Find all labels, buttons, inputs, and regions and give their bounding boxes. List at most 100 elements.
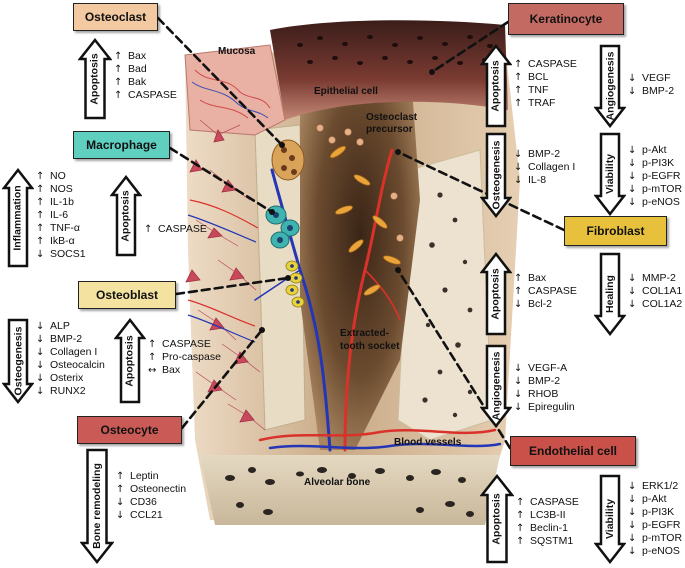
osteoblast-osteogenesis-arrow: Osteogenesis <box>2 318 34 404</box>
marker-label: Bax <box>162 364 181 376</box>
marker-label: CASPASE <box>528 58 577 70</box>
direction-arrow-icon: ↓ <box>628 533 637 544</box>
osteoblast-osteogenesis-label: Osteogenesis <box>12 326 24 396</box>
marker-item: ↑ NOS <box>36 183 86 196</box>
marker-label: Osterix <box>50 372 84 384</box>
marker-label: BMP-2 <box>50 333 83 345</box>
marker-label: p-PI3K <box>642 157 675 169</box>
direction-arrow-icon: ↑ <box>36 184 45 195</box>
direction-arrow-icon: ↑ <box>516 536 525 547</box>
marker-item: ↓IL-8 <box>514 174 575 187</box>
marker-item: ↓RUNX2 <box>36 385 105 398</box>
marker-label: VEGF-A <box>528 362 568 374</box>
direction-arrow-icon: ↓ <box>514 149 523 160</box>
endothelial-apoptosis-label: Apoptosis <box>491 493 503 545</box>
marker-item: ↑Leptin <box>116 470 186 483</box>
marker-item: ↓Collagen I <box>36 346 105 359</box>
direction-arrow-icon: ↓ <box>628 145 637 156</box>
direction-arrow-icon: ↓ <box>36 249 45 260</box>
marker-item: ↑Bax <box>514 272 577 285</box>
marker-label: CASPASE <box>128 89 177 101</box>
marker-item: ↑IL-1b <box>36 196 86 209</box>
macrophage-apoptosis-arrow: Apoptosis <box>110 175 142 257</box>
marker-label: NO <box>50 170 66 182</box>
alveolar-bone-label: Alveolar bone <box>304 477 371 488</box>
marker-item: ↑Beclin-1 <box>516 522 579 535</box>
down-arrow-icon <box>2 318 34 404</box>
direction-arrow-icon: ↑ <box>114 77 123 88</box>
up-arrow-icon <box>480 474 514 564</box>
marker-label: LC3B-II <box>530 509 566 521</box>
macrophage-apoptosis-label: Apoptosis <box>120 190 132 242</box>
mucosa-label: Mucosa <box>218 46 256 57</box>
osteocyte-label: Osteocyte <box>100 423 159 437</box>
marker-label: TNF <box>528 84 549 96</box>
marker-item: ↑CASPASE <box>514 285 577 298</box>
keratinocyte-angiogenesis-arrow: Angiogenesis <box>594 44 626 128</box>
up-arrow-icon <box>2 168 34 268</box>
direction-arrow-icon: ↑ <box>36 236 45 247</box>
direction-arrow-icon: ↓ <box>628 481 637 492</box>
fibroblast-apoptosis-markers: ↑Bax↑CASPASE↓Bcl-2 <box>514 272 577 311</box>
fibroblast-healing-label: Healing <box>604 275 616 313</box>
direction-arrow-icon: ↓ <box>628 158 637 169</box>
marker-label: p-mTOR <box>642 183 683 195</box>
marker-label: RUNX2 <box>50 385 86 397</box>
marker-label: CASPASE <box>158 223 207 235</box>
marker-item: ↓SOCS1 <box>36 248 86 261</box>
marker-item: ↑CASPASE <box>114 89 177 102</box>
marker-label: Collagen I <box>50 346 98 358</box>
marker-item: ↓p-mTOR <box>628 532 682 545</box>
marker-item: ↓Collagen I <box>514 161 575 174</box>
fibroblast-apoptosis-arrow: Apoptosis <box>480 252 512 336</box>
direction-arrow-icon: ↑ <box>114 51 123 62</box>
direction-arrow-icon: ↓ <box>116 497 125 508</box>
marker-label: IL-6 <box>50 209 69 221</box>
direction-arrow-icon: ↑ <box>116 484 125 495</box>
osteoclast-label: Osteoclast <box>84 10 147 24</box>
marker-item: ↓p-PI3K <box>628 506 682 519</box>
marker-item: ↓p-Akt <box>628 493 682 506</box>
marker-item: ↑CASPASE <box>514 58 577 71</box>
direction-arrow-icon: ↑ <box>148 352 157 363</box>
fibroblast-healing-arrow: Healing <box>594 252 626 336</box>
direction-arrow-icon: ↑ <box>36 223 45 234</box>
marker-label: Osteonectin <box>130 483 187 495</box>
osteoblast-osteogenesis-markers: ↓ALP↓BMP-2↓Collagen I↓Osteocalcin↓Osteri… <box>36 320 105 398</box>
marker-item: ↓VEGF <box>628 72 674 85</box>
osteocyte-remodeling-label: Bone remodeling <box>91 463 104 549</box>
marker-label: CASPASE <box>162 338 211 350</box>
marker-item: ↓ VEGF-A <box>514 362 575 375</box>
keratinocyte-apoptosis-arrow: Apoptosis <box>480 44 512 128</box>
marker-label: Bcl-2 <box>528 298 552 310</box>
up-arrow-icon <box>110 175 142 257</box>
marker-label: p-EGFR <box>642 519 681 531</box>
endothelial-angiogenesis-markers: ↓VEGF-A↓BMP-2↓RHOB↓Epiregulin <box>514 362 575 414</box>
direction-arrow-icon: ↑ <box>516 510 525 521</box>
direction-arrow-icon: ↑ <box>516 497 525 508</box>
osteoblast-apoptosis-arrow: Apoptosis <box>114 318 146 404</box>
direction-arrow-icon: ↓ <box>36 373 45 384</box>
marker-item: ↓COL1A1 <box>628 285 682 298</box>
osteocyte-box: Osteocyte <box>77 416 182 444</box>
direction-arrow-icon: ↑ <box>36 197 45 208</box>
marker-item: ↑CASPASE <box>516 496 579 509</box>
direction-arrow-icon: ↓ <box>514 363 523 374</box>
marker-item: ↓p-eNOS <box>628 545 682 558</box>
marker-label: p-Akt <box>642 144 667 156</box>
marker-label: SQSTM1 <box>530 535 574 547</box>
marker-item: ↑CASPASE <box>144 223 207 236</box>
marker-label: ERK1/2 <box>642 480 679 492</box>
direction-arrow-icon: ↑ <box>514 85 523 96</box>
direction-arrow-icon: ↔ <box>148 365 157 376</box>
marker-label: Pro-caspase <box>162 351 221 363</box>
direction-arrow-icon: ↓ <box>36 360 45 371</box>
direction-arrow-icon: ↑ <box>514 98 523 109</box>
osteocyte-remodeling-markers: ↑Leptin↑Osteonectin↓CD36↓CCL21 <box>116 470 186 522</box>
marker-label: NOS <box>50 183 73 195</box>
direction-arrow-icon: ↓ <box>116 510 125 521</box>
marker-item: ↑IL-6 <box>36 209 86 222</box>
blood-vessels-label: Blood vessels <box>394 437 462 448</box>
direction-arrow-icon: ↓ <box>628 299 637 310</box>
fibroblast-label: Fibroblast <box>586 224 645 238</box>
